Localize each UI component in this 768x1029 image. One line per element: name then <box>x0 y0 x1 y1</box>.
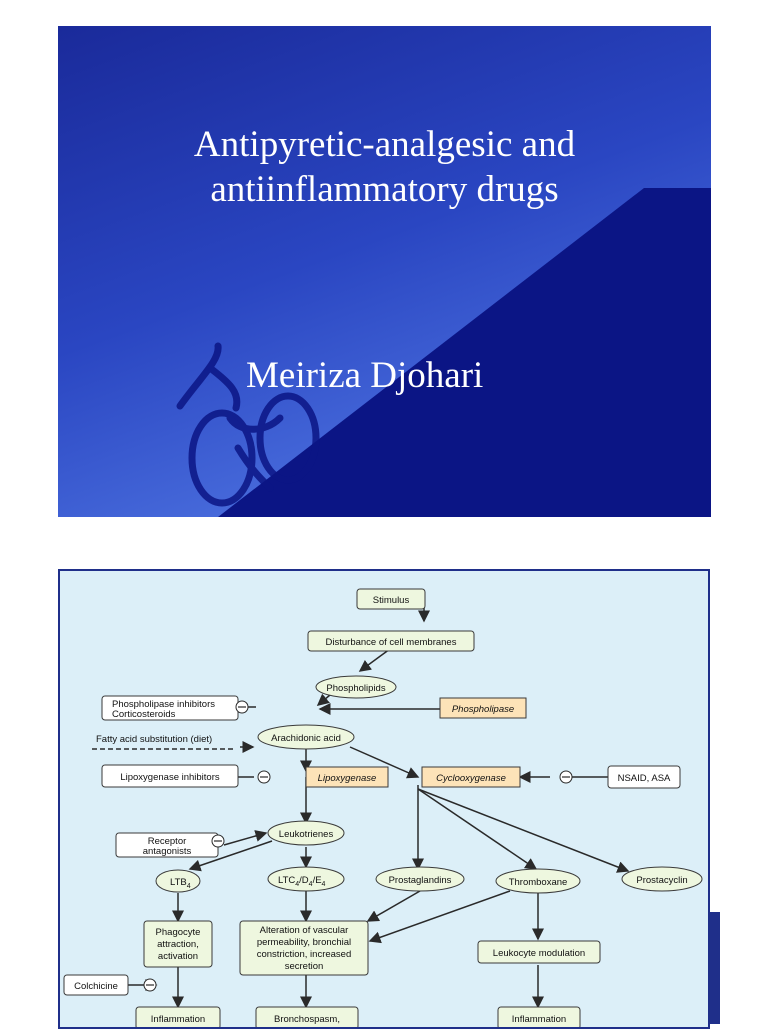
svg-text:Stimulus: Stimulus <box>373 595 410 606</box>
slide-title: Antipyretic-analgesic and antiinflammato… <box>58 122 711 212</box>
svg-text:Phospholipase inhibitors: Phospholipase inhibitors <box>112 699 215 710</box>
svg-text:Receptor: Receptor <box>148 836 187 847</box>
svg-text:Leukotrienes: Leukotrienes <box>279 829 334 840</box>
leukotrienes-node: Leukotrienes <box>267 820 345 846</box>
svg-text:secretion: secretion <box>285 961 324 972</box>
cyclooxygenase-node: Cyclooxygenase <box>421 766 521 788</box>
leukocyte-modulation-node: Leukocyte modulation <box>477 940 601 964</box>
bronchospasm-node: Bronchospasm, <box>255 1006 359 1027</box>
phospholipids-node: Phospholipids <box>315 675 397 699</box>
prostacyclin-node: Prostacyclin <box>621 866 703 892</box>
inflammation-left-node: Inflammation <box>135 1006 221 1027</box>
svg-text:Inflammation: Inflammation <box>151 1014 205 1025</box>
svg-text:NSAID, ASA: NSAID, ASA <box>618 773 671 784</box>
svg-text:Arachidonic acid: Arachidonic acid <box>271 733 341 744</box>
svg-text:Disturbance of cell membranes: Disturbance of cell membranes <box>326 637 457 648</box>
phospholipase-inhibitors-node: Phospholipase inhibitors Corticosteroids <box>101 695 239 721</box>
svg-text:Phospholipids: Phospholipids <box>326 683 385 694</box>
slide-edge-strip <box>710 912 720 1024</box>
slide-author: Meiriza Djohari <box>246 355 484 396</box>
title-line-1: Antipyretic-analgesic and <box>193 124 576 165</box>
svg-text:Prostacyclin: Prostacyclin <box>636 875 687 886</box>
inhibit-receptor-icon <box>211 834 225 848</box>
svg-text:Phagocyte: Phagocyte <box>156 927 201 938</box>
inhibit-colchicine-icon <box>143 978 157 992</box>
diagram-slide: Stimulus Disturbance of cell membranes P… <box>58 569 710 1029</box>
title-slide: Antipyretic-analgesic and antiinflammato… <box>58 26 711 517</box>
svg-text:antagonists: antagonists <box>143 846 192 857</box>
svg-text:Lipoxygenase: Lipoxygenase <box>318 773 377 784</box>
title-line-2: antiinflammatory drugs <box>210 169 559 210</box>
svg-text:Inflammation: Inflammation <box>512 1014 566 1025</box>
fatty-acid-label: Fatty acid substitution (diet) <box>96 734 212 745</box>
svg-text:Bronchospasm,: Bronchospasm, <box>274 1014 340 1025</box>
cyclist-icon <box>176 342 320 507</box>
ltc-d-e-node: LTC4/D4/E4 <box>267 866 345 892</box>
svg-text:LTC4/D4/E4: LTC4/D4/E4 <box>278 875 326 888</box>
svg-text:Phospholipase: Phospholipase <box>452 704 514 715</box>
svg-text:Colchicine: Colchicine <box>74 981 118 992</box>
lipoxygenase-node: Lipoxygenase <box>305 766 389 788</box>
svg-text:Lipoxygenase inhibitors: Lipoxygenase inhibitors <box>120 772 220 783</box>
svg-text:Cyclooxygenase: Cyclooxygenase <box>436 773 506 784</box>
svg-text:Corticosteroids: Corticosteroids <box>112 709 176 720</box>
svg-text:attraction,: attraction, <box>157 939 199 950</box>
svg-text:Alteration of vascular: Alteration of vascular <box>260 925 349 936</box>
nsaid-node: NSAID, ASA <box>607 765 681 789</box>
arachidonic-acid-pathway-diagram: Stimulus Disturbance of cell membranes P… <box>63 588 703 1027</box>
svg-text:permeability, bronchial: permeability, bronchial <box>257 937 351 948</box>
arachidonic-acid-node: Arachidonic acid <box>257 724 355 750</box>
phospholipase-node: Phospholipase <box>439 697 527 719</box>
svg-text:Prostaglandins: Prostaglandins <box>389 875 452 886</box>
svg-text:activation: activation <box>158 951 198 962</box>
disturbance-node: Disturbance of cell membranes <box>307 630 475 652</box>
lipoxygenase-inhibitors-node: Lipoxygenase inhibitors <box>101 764 239 788</box>
alteration-node: Alteration of vascular permeability, bro… <box>239 920 369 976</box>
receptor-antagonists-node: Receptor antagonists <box>115 832 219 858</box>
ltb4-node: LTB4 <box>155 869 201 893</box>
stimulus-node: Stimulus <box>356 588 426 610</box>
slide-background-shape <box>218 188 711 517</box>
thromboxane-node: Thromboxane <box>495 868 581 894</box>
phagocyte-node: Phagocyte attraction, activation <box>143 920 213 968</box>
inflammation-right-node: Inflammation <box>497 1006 581 1027</box>
inhibit-lipoxygenase-icon <box>257 770 271 784</box>
svg-text:Leukocyte modulation: Leukocyte modulation <box>493 948 585 959</box>
svg-text:constriction, increased: constriction, increased <box>257 949 352 960</box>
inhibit-phospholipase-icon <box>235 700 249 714</box>
prostaglandins-node: Prostaglandins <box>375 866 465 892</box>
svg-text:Thromboxane: Thromboxane <box>509 877 568 888</box>
inhibit-cyclooxygenase-icon <box>559 770 573 784</box>
svg-text:LTB4: LTB4 <box>170 877 191 890</box>
colchicine-node: Colchicine <box>63 974 129 996</box>
